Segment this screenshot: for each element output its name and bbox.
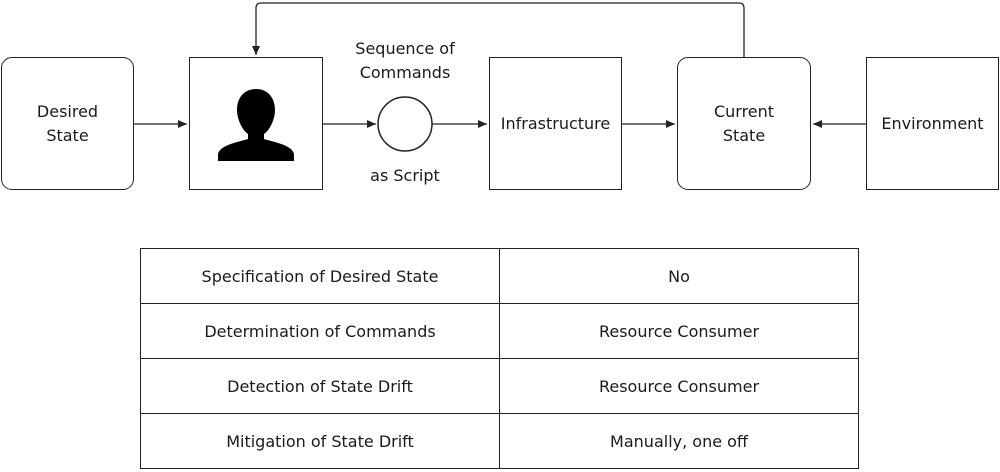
environment-node: Environment	[866, 57, 999, 190]
value-cell: No	[499, 248, 859, 304]
table-row: Detection of State Drift Resource Consum…	[140, 358, 859, 414]
property-cell: Detection of State Drift	[140, 358, 500, 414]
table-row: Specification of Desired State No	[140, 248, 859, 304]
value-cell: Resource Consumer	[499, 303, 859, 359]
sequence-of-commands-label: Sequence of Commands	[355, 39, 455, 82]
desired-state-node: Desired State	[1, 57, 134, 190]
current-state-node: Current State	[677, 57, 811, 190]
script-circle	[377, 96, 433, 152]
as-script-label: as Script	[370, 166, 440, 185]
table-row: Mitigation of State Drift Manually, one …	[140, 413, 859, 469]
infrastructure-node: Infrastructure	[489, 57, 622, 190]
property-cell: Determination of Commands	[140, 303, 500, 359]
desired-state-label: Desired State	[36, 101, 99, 145]
value-cell: Manually, one off	[499, 413, 859, 469]
infrastructure-label: Infrastructure	[500, 113, 611, 133]
table-row: Determination of Commands Resource Consu…	[140, 303, 859, 359]
property-cell: Specification of Desired State	[140, 248, 500, 304]
properties-table: Specification of Desired State No Determ…	[140, 248, 859, 469]
property-cell: Mitigation of State Drift	[140, 413, 500, 469]
value-cell: Resource Consumer	[499, 358, 859, 414]
person-icon	[218, 88, 294, 161]
current-state-label: Current State	[713, 101, 775, 145]
environment-label: Environment	[881, 113, 984, 133]
actor-node	[189, 57, 323, 190]
arrow-feedback-loop	[252, 2, 745, 57]
